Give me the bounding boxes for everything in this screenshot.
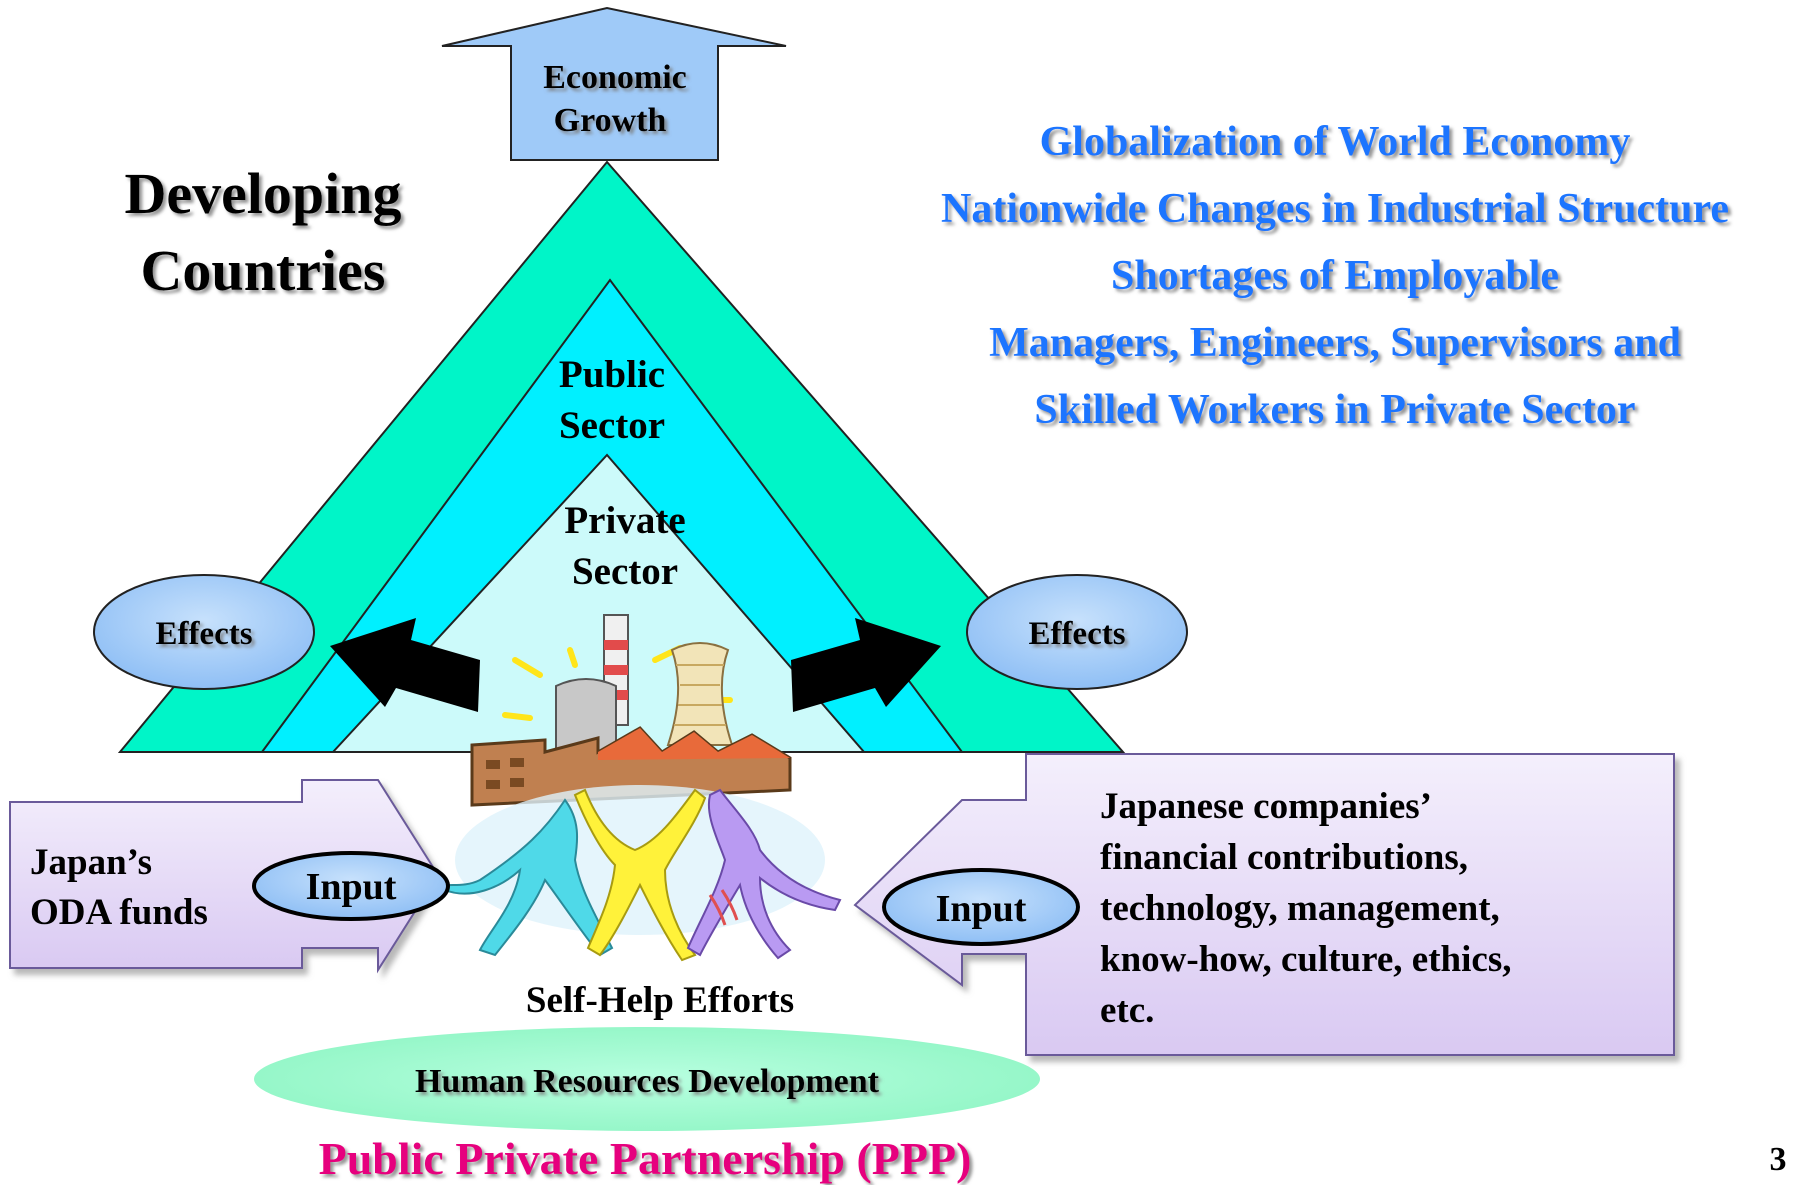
input-right-label: Input	[936, 888, 1027, 930]
japan-oda-input-box	[9, 779, 440, 974]
input-right-badge: Input	[882, 868, 1080, 946]
effects-left: Effects	[93, 574, 315, 690]
japanese-companies-line4: know-how, culture, ethics,	[1100, 939, 1511, 980]
japanese-companies-line5: etc.	[1100, 990, 1154, 1031]
context-line-5: Skilled Workers in Private Sector	[1034, 387, 1635, 433]
private-sector-label-line2: Sector	[572, 550, 678, 593]
human-resources-development: Human Resources Development	[254, 1027, 1040, 1131]
japan-oda-label-line2: ODA funds	[30, 892, 208, 933]
economic-growth-label-line1: Economic	[543, 59, 687, 96]
japanese-companies-input-box	[853, 753, 1675, 1056]
factory-icon	[470, 614, 792, 807]
context-line-4: Managers, Engineers, Supervisors and	[989, 320, 1681, 366]
developing-countries-title-line2: Countries	[141, 238, 386, 303]
page-number: 3	[1770, 1141, 1787, 1178]
private-sector-label-line1: Private	[564, 499, 685, 542]
hrd-label: Human Resources Development	[415, 1063, 880, 1100]
public-sector-label-line2: Sector	[559, 404, 665, 447]
effects-left-label: Effects	[155, 616, 252, 652]
context-line-1: Globalization of World Economy	[1040, 119, 1631, 165]
economic-growth-arrow: Economic Growth	[441, 6, 787, 161]
effects-right-label: Effects	[1028, 616, 1125, 652]
public-sector-label-line1: Public	[559, 353, 665, 396]
japanese-companies-line3: technology, management,	[1100, 888, 1500, 929]
japan-oda-label-line1: Japan’s	[30, 842, 152, 883]
japanese-companies-line2: financial contributions,	[1100, 837, 1468, 878]
economic-growth-label-line2: Growth	[554, 102, 667, 139]
effects-right: Effects	[966, 574, 1188, 690]
context-line-3: Shortages of Employable	[1111, 253, 1559, 299]
input-left-badge: Input	[252, 851, 450, 921]
ppp-title: Public Private Partnership (PPP)	[319, 1133, 972, 1184]
dancing-figures-icon	[443, 785, 842, 962]
self-help-efforts-label: Self-Help Efforts	[526, 980, 794, 1021]
effects-left-arrow	[330, 618, 480, 712]
japanese-companies-line1: Japanese companies’	[1100, 786, 1432, 827]
context-line-2: Nationwide Changes in Industrial Structu…	[941, 186, 1729, 232]
developing-countries-title-line1: Developing	[124, 161, 401, 226]
input-left-label: Input	[306, 866, 397, 908]
effects-right-arrow	[791, 618, 941, 712]
